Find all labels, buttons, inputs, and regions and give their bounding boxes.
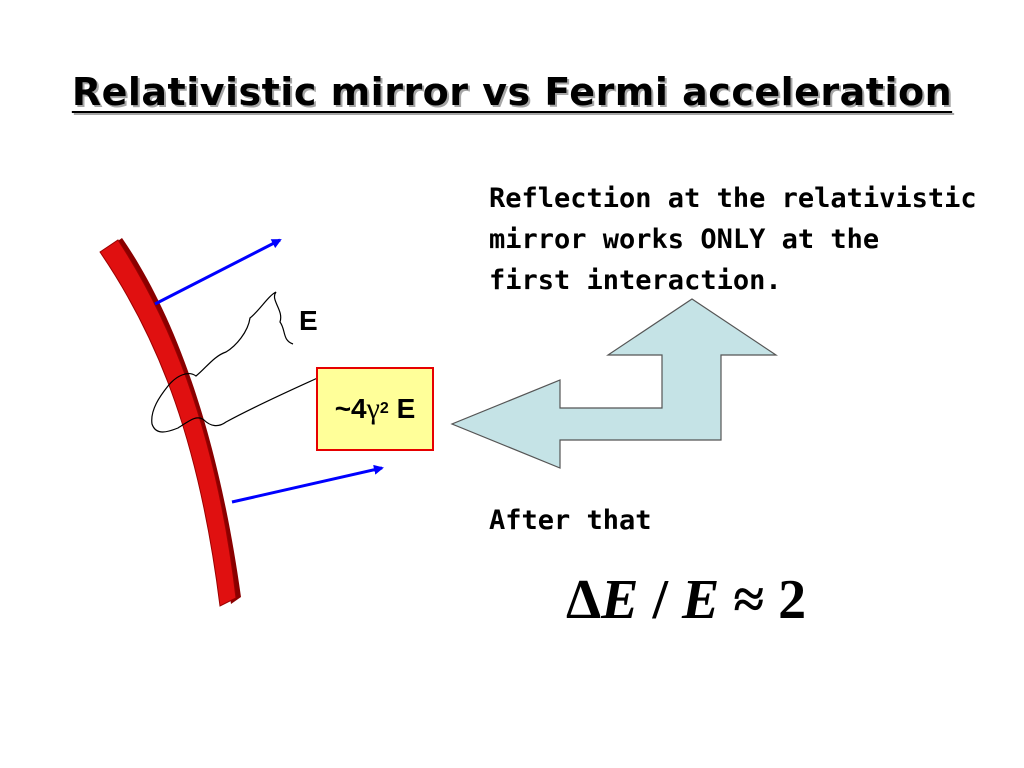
relativistic-mirror [99, 239, 237, 607]
formula-approx: ≈ 2 [719, 569, 807, 631]
bent-block-arrow [450, 298, 778, 469]
note-line-3: first interaction. [489, 265, 782, 296]
formula-denominator: E [682, 569, 720, 631]
slide-title: Relativistic mirror vs Fermi acceleratio… [71, 70, 953, 114]
formula-delta: Δ [566, 569, 602, 631]
ray-lower [231, 464, 384, 504]
after-that-text: After that [489, 505, 652, 536]
particle-path-incoming [151, 291, 323, 433]
energy-gain-formula: ΔE / E ≈ 2 [566, 568, 806, 632]
gamma-power: 2 [379, 400, 389, 417]
formula-numerator: E [601, 569, 639, 631]
formula-slash: / [638, 569, 683, 631]
note-line-2: mirror works ONLY at the [489, 224, 880, 255]
boost-prefix: ~4 [334, 393, 367, 424]
ray-upper [154, 238, 282, 306]
gamma-symbol: γ [366, 392, 380, 425]
incoming-energy-label: E [299, 305, 318, 336]
boost-suffix: E [388, 393, 416, 424]
reflection-note: Reflection at the relativistic mirror wo… [489, 178, 989, 301]
note-line-1: Reflection at the relativistic [489, 183, 977, 214]
